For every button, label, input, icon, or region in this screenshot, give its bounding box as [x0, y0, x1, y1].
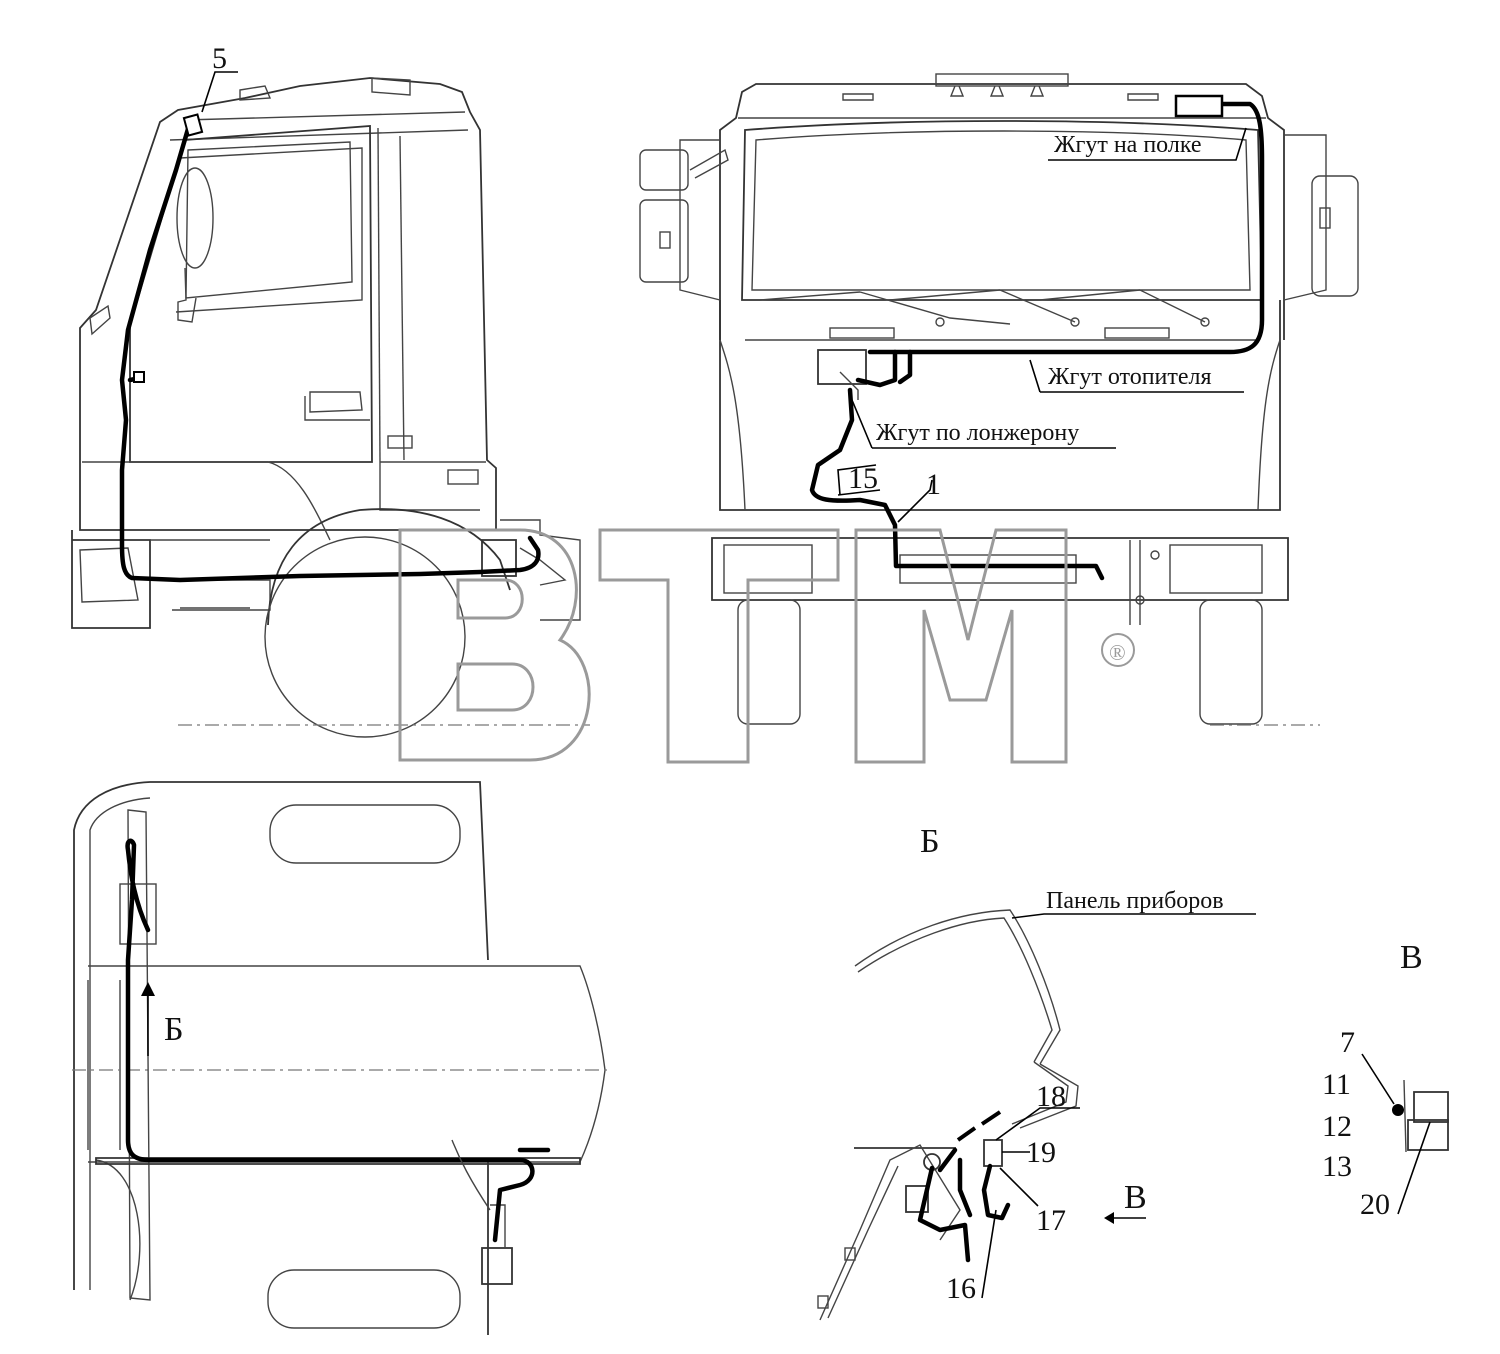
view-v-arrow-label: В — [1124, 1179, 1147, 1216]
watermark-registered: ® — [1109, 640, 1126, 665]
cab-side-view: 5 — [71, 42, 590, 738]
callout-5: 5 — [212, 42, 227, 75]
label-instrument-panel: Панель приборов — [1046, 888, 1224, 914]
callout-11: 11 — [1322, 1068, 1351, 1101]
label-harness-spar: Жгут по лонжерону — [876, 420, 1079, 446]
watermark: ® — [398, 528, 1135, 764]
callout-15: 15 — [848, 462, 878, 495]
callout-18: 18 — [1036, 1080, 1066, 1113]
callout-19: 19 — [1026, 1136, 1056, 1169]
view-b-title: Б — [920, 823, 940, 860]
view-b-detail: Б Панель приборов 18 19 17 16 — [817, 823, 1256, 1321]
top-view: Б — [72, 781, 610, 1335]
callout-13: 13 — [1322, 1150, 1352, 1183]
callout-17: 17 — [1036, 1204, 1066, 1237]
label-harness-shelf: Жгут на полке — [1054, 132, 1202, 158]
cab-front-view: Жгут на полке Жгут отопителя Жгут по лон… — [639, 73, 1359, 726]
view-b-arrow-label: Б — [164, 1011, 184, 1048]
view-v-detail: В 7 11 12 13 20 — [1322, 939, 1449, 1221]
label-harness-heater: Жгут отопителя — [1048, 364, 1212, 390]
callout-12: 12 — [1322, 1110, 1352, 1143]
callout-7: 7 — [1340, 1026, 1355, 1059]
callout-20: 20 — [1360, 1188, 1390, 1221]
view-v-title: В — [1400, 939, 1423, 976]
callout-1: 1 — [926, 468, 941, 501]
callout-16: 16 — [946, 1272, 976, 1305]
